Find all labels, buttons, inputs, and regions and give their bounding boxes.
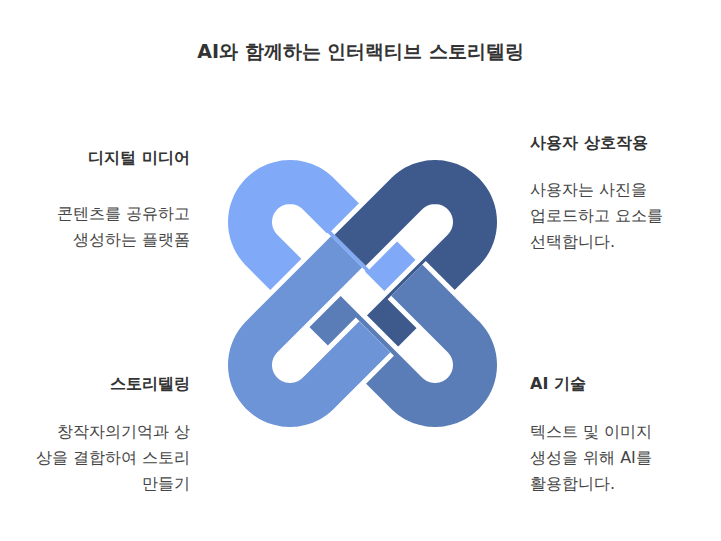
section-heading: 사용자 상호작용: [530, 130, 710, 156]
diagram-title: AI와 함께하는 인터랙티브 스토리텔링: [0, 38, 721, 64]
section-text: 텍스트 및 이미지 생성을 위해 AI를 활용합니다.: [530, 419, 695, 497]
section-text: 사용자는 사진을 업로드하고 요소를 선택합니다.: [530, 177, 695, 255]
section-heading: AI 기술: [530, 371, 710, 397]
section-text: 콘텐츠를 공유하고 생성하는 플랫폼: [25, 201, 190, 253]
section-heading: 스토리텔링: [25, 371, 190, 397]
section-text: 창작자의기억과 상 상을 결합하여 스토리 만들기: [25, 419, 190, 497]
knot-band: [250, 252, 375, 405]
band-gap: [250, 252, 375, 405]
section-heading: 디지털 미디어: [25, 145, 190, 171]
band-fill: [250, 252, 375, 405]
